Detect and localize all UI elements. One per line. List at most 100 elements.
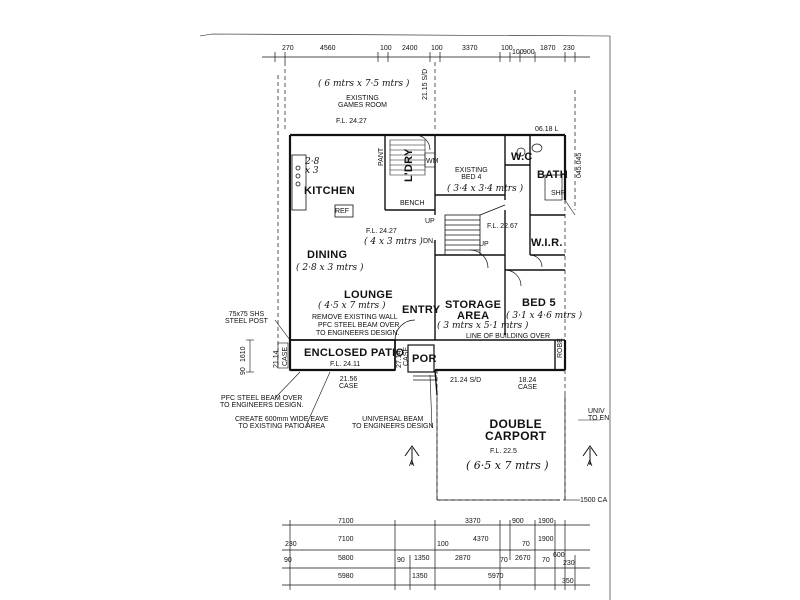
bottom-dim-5800: 5800 xyxy=(338,555,354,562)
side-level-2114: 21.14 xyxy=(273,350,280,368)
dining-label: DINING xyxy=(307,249,348,261)
remove-wall-note: REMOVE EXISTING WALL xyxy=(312,314,398,321)
top-dim-100a: 100 xyxy=(380,45,392,52)
stair-up-label-2: UP xyxy=(479,241,489,248)
line-of-building-label: LINE OF BUILDING OVER xyxy=(466,333,551,340)
bottom-dim-70b: 70 xyxy=(500,557,508,564)
bottom-dim-1350a: 1350 xyxy=(414,555,430,562)
shower-label: SHR xyxy=(551,190,566,197)
wir-label: W.I.R. xyxy=(531,237,563,249)
top-dim-100d: 100 xyxy=(512,49,524,56)
top-dim-3370: 3370 xyxy=(462,45,478,52)
bottom-dim-2670: 2670 xyxy=(515,555,531,562)
top-dim-2400: 2400 xyxy=(402,45,418,52)
bottom-dim-4370: 4370 xyxy=(473,536,489,543)
bottom-dim-350: 350 xyxy=(562,578,574,585)
side-level-2714: 27.14 xyxy=(396,350,403,368)
bed5-label: BED 5 xyxy=(522,297,556,309)
right-level-label: 06.18 L xyxy=(535,126,559,133)
enclosed-patio-label: ENCLOSED PATIO xyxy=(304,347,405,359)
storage-handwritten: ( 3 mtrs x 5·1 mtrs ) xyxy=(437,321,529,331)
side-case-left: CASE xyxy=(282,346,289,366)
universal-beam-note: UNIVERSAL BEAM TO ENGINEERS DESIGN xyxy=(352,416,434,430)
living-handwritten: ( 4 x 3 mtrs ) xyxy=(364,237,423,247)
bottom-dim-3370: 3370 xyxy=(465,518,481,525)
games-room-fl: F.L. 24.27 xyxy=(336,118,367,125)
case-1824-label: 18.24 CASE xyxy=(518,377,538,391)
porch-label: POR xyxy=(412,353,437,365)
games-room-label: EXISTING GAMES ROOM xyxy=(338,95,388,109)
top-dim-100c: 100 xyxy=(501,45,513,52)
storage-label: STORAGE AREA xyxy=(445,299,502,322)
bottom-dim-1350b: 1350 xyxy=(412,573,428,580)
sd-2124-label: 21.24 S/D xyxy=(450,377,482,384)
shs-post-note: 75x75 SHS STEEL POST xyxy=(225,311,268,325)
kitchen-handwritten: 2·8 x 3 xyxy=(305,157,320,176)
bottom-dim-7100b: 7100 xyxy=(338,536,354,543)
laundry-label: L'DRY xyxy=(403,148,415,182)
bottom-dim-70c: 70 xyxy=(542,557,550,564)
side-case-right: CASE xyxy=(403,346,410,366)
washing-machine-label: WM xyxy=(426,158,439,165)
carport-floor-level: F.L. 22.5 xyxy=(490,448,517,455)
right-universal-note: UNIV TO EN xyxy=(588,408,610,422)
bottom-dim-70a: 70 xyxy=(522,541,530,548)
bench-label: BENCH xyxy=(400,200,425,207)
bottom-dim-1900b: 1900 xyxy=(538,536,554,543)
top-dim-4560: 4560 xyxy=(320,45,336,52)
bed5-handwritten: ( 3·1 x 4·6 mtrs ) xyxy=(506,311,583,321)
lounge-label: LOUNGE xyxy=(344,289,393,301)
create-eave-note: CREATE 600mm WIDE EAVE TO EXISTING PATIO… xyxy=(235,416,329,430)
patio-floor-level: F.L. 24.11 xyxy=(330,361,361,368)
stair-up-label: UP xyxy=(425,218,435,225)
case-2156-label: 21.56 CASE xyxy=(339,376,359,390)
fridge-label: REF xyxy=(335,208,349,215)
bath-label: BATH xyxy=(537,169,568,181)
top-dim-230: 230 xyxy=(563,45,575,52)
top-dim-270: 270 xyxy=(282,45,294,52)
bed4-handwritten: ( 3·4 x 3·4 mtrs ) xyxy=(447,184,524,194)
left-dim-90: 90 xyxy=(240,367,247,375)
section-marker-left-label: A xyxy=(409,459,415,468)
bottom-dim-5980: 5980 xyxy=(338,573,354,580)
bottom-dim-100: 100 xyxy=(437,541,449,548)
games-room-handwritten: ( 6 mtrs x 7·5 mtrs ) xyxy=(318,79,410,89)
stair-down-label: DN. xyxy=(423,238,436,245)
bottom-dim-90b: 90 xyxy=(397,557,405,564)
bottom-dim-5970: 5970 xyxy=(488,573,504,580)
section-marker-right: A xyxy=(582,445,598,468)
bottom-dim-7100a: 7100 xyxy=(338,518,354,525)
lounge-handwritten: ( 4·5 x 7 mtrs ) xyxy=(318,301,386,311)
sd-top-label: 21.15 S/D xyxy=(422,68,429,100)
bottom-dim-2870: 2870 xyxy=(455,555,471,562)
pfc-beam-note: PFC STEEL BEAM OVER xyxy=(318,322,400,329)
to-engineers-note: TO ENGINEERS DESIGN. xyxy=(316,330,400,337)
bottom-dim-900: 900 xyxy=(512,518,524,525)
left-dim-1610: 1610 xyxy=(240,346,247,362)
top-dim-900: 900 xyxy=(523,49,535,56)
right-level-045: 045.045 xyxy=(576,152,583,178)
pantry-label: PANT xyxy=(378,147,385,166)
kitchen-label: KITCHEN xyxy=(304,185,355,197)
carport-handwritten: ( 6·5 x 7 mtrs ) xyxy=(466,459,549,472)
bottom-dim-600: 600 xyxy=(553,552,565,559)
top-dim-100b: 100 xyxy=(431,45,443,52)
bottom-dim-230a: 230 xyxy=(285,541,297,548)
bed4-label: EXISTING BED 4 xyxy=(455,167,488,181)
main-floor-level: F.L. 24.27 xyxy=(366,228,397,235)
bottom-dim-90a: 90 xyxy=(284,557,292,564)
floor-level-2267: F.L. 22.67 xyxy=(487,223,518,230)
bottom-dim-230b: 230 xyxy=(563,560,575,567)
section-marker-right-label: A xyxy=(587,459,593,468)
entry-label: ENTRY xyxy=(402,304,441,316)
right-1500-note: 1500 CA xyxy=(580,497,608,504)
top-dim-1870: 1870 xyxy=(540,45,556,52)
wc-label: W.C xyxy=(511,151,533,163)
carport-label: DOUBLE CARPORT xyxy=(485,417,547,443)
robe-label: ROBE xyxy=(557,338,564,358)
bottom-dim-1900a: 1900 xyxy=(538,518,554,525)
dining-handwritten: ( 2·8 x 3 mtrs ) xyxy=(296,263,364,273)
section-marker-left: A xyxy=(404,445,420,468)
pfc-beam-over-note: PFC STEEL BEAM OVER TO ENGINEERS DESIGN. xyxy=(220,395,304,409)
